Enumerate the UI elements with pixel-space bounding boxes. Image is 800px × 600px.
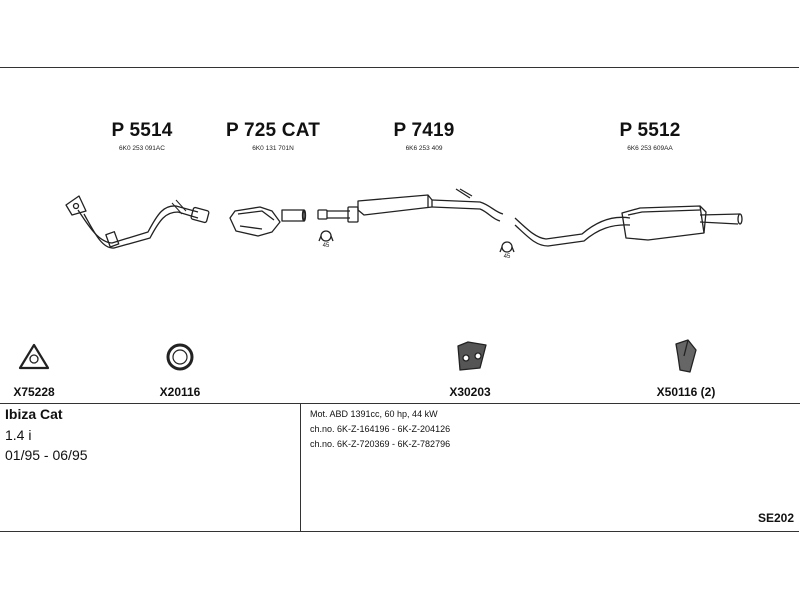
vehicle-period: 01/95 - 06/95 bbox=[5, 447, 88, 463]
part-number-middle-silencer[interactable]: P 7419 bbox=[393, 120, 455, 141]
system-code: SE202 bbox=[757, 511, 794, 525]
accessory-code-rubber[interactable]: X30203 bbox=[449, 385, 491, 399]
column-divider bbox=[300, 403, 301, 532]
spec-line-engine: Mot. ABD 1391cc, 60 hp, 44 kW bbox=[310, 409, 438, 419]
accessory-code-ring[interactable]: X20116 bbox=[159, 385, 201, 399]
rear-silencer-drawing bbox=[514, 205, 743, 247]
accessory-code-bracket[interactable]: X50116 (2) bbox=[656, 385, 716, 399]
oem-number-middle-silencer: 6K6 253 409 bbox=[405, 145, 443, 152]
part-number-catalyst[interactable]: P 725 CAT bbox=[225, 120, 321, 141]
part-number-front-pipe[interactable]: P 5514 bbox=[111, 120, 173, 141]
vehicle-model: Ibiza Cat bbox=[5, 406, 63, 422]
middle-silencer-drawing bbox=[317, 188, 504, 223]
ring-gasket-drawing bbox=[166, 343, 194, 371]
oem-number-catalyst: 6K0 131 701N bbox=[252, 145, 294, 152]
oem-number-front-pipe: 6K0 253 091AC bbox=[119, 145, 165, 152]
spec-line-chassis-1: ch.no. 6K-Z-164196 - 6K-Z-204126 bbox=[310, 424, 451, 434]
clamp-label-left: 45 bbox=[322, 243, 330, 249]
accessory-code-gasket[interactable]: X75228 bbox=[13, 385, 55, 399]
hanger-bracket-drawing bbox=[675, 339, 697, 373]
front-pipe-drawing bbox=[65, 195, 210, 249]
gasket-triangle-drawing bbox=[18, 343, 50, 370]
diagram-frame bbox=[0, 67, 799, 532]
clamp-label-right: 45 bbox=[503, 254, 511, 260]
clamp-right-drawing bbox=[499, 241, 515, 253]
part-number-rear-silencer[interactable]: P 5512 bbox=[619, 120, 681, 141]
table-divider bbox=[0, 403, 800, 404]
spec-line-chassis-2: ch.no. 6K-Z-720369 - 6K-Z-782796 bbox=[310, 439, 451, 449]
clamp-left-drawing bbox=[318, 230, 334, 242]
oem-number-rear-silencer: 6K6 253 609AA bbox=[627, 145, 673, 152]
catalyst-drawing bbox=[229, 206, 307, 237]
rubber-hanger-drawing bbox=[457, 341, 487, 371]
vehicle-engine: 1.4 i bbox=[5, 427, 32, 443]
